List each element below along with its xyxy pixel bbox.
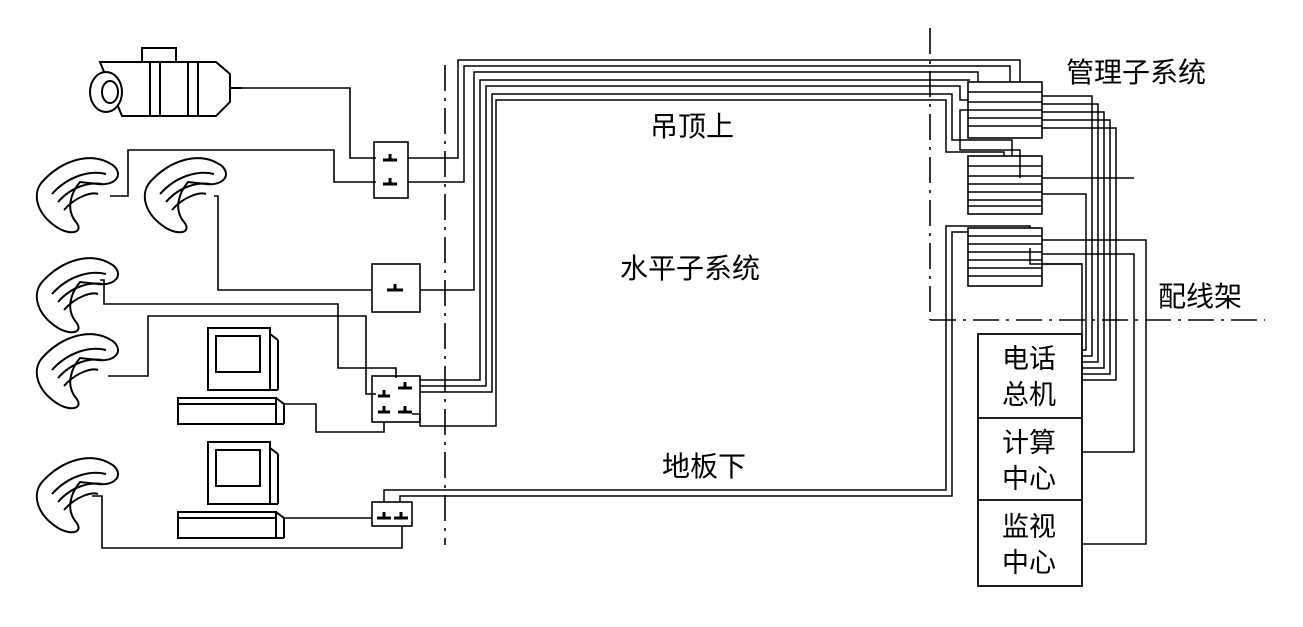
outlet-box [371, 263, 421, 313]
phone-icon [35, 457, 119, 534]
monitoring-center-line2: 中心 [1002, 548, 1056, 579]
outlet-box [373, 141, 409, 199]
label-ceiling: 吊顶上 [650, 110, 734, 143]
outlet-box [371, 501, 413, 527]
label-management-subsystem: 管理子系统 [1066, 56, 1206, 89]
patch-panel [967, 227, 1043, 287]
phone-icon [143, 157, 227, 234]
patch-panel [967, 155, 1043, 215]
backbone-wiring [959, 95, 1147, 545]
computer-icon [177, 441, 285, 539]
phone-icon [35, 157, 119, 234]
camera-icon [89, 47, 242, 117]
label-patch-frame: 配线架 [1158, 280, 1242, 313]
switchboard-line1: 电话 [1002, 344, 1056, 375]
switchboard-line2: 总机 [1002, 380, 1056, 411]
patch-panel [967, 81, 1043, 139]
boundary-lines [444, 28, 1265, 545]
horizontal-cabling-ceiling [408, 59, 1021, 427]
computing-center-line2: 中心 [1002, 464, 1056, 495]
equipment-cabinet [977, 333, 1083, 587]
phone-icon [35, 257, 119, 334]
monitoring-center-line1: 监视 [1002, 512, 1056, 543]
computing-center-line1: 计算 [1002, 428, 1056, 459]
label-under-floor: 地板下 [662, 450, 746, 483]
phone-icon [35, 333, 119, 410]
device-wiring [92, 87, 403, 549]
outlet-box [371, 375, 421, 423]
label-horizontal-subsystem: 水平子系统 [620, 252, 760, 285]
computer-icon [177, 327, 285, 425]
